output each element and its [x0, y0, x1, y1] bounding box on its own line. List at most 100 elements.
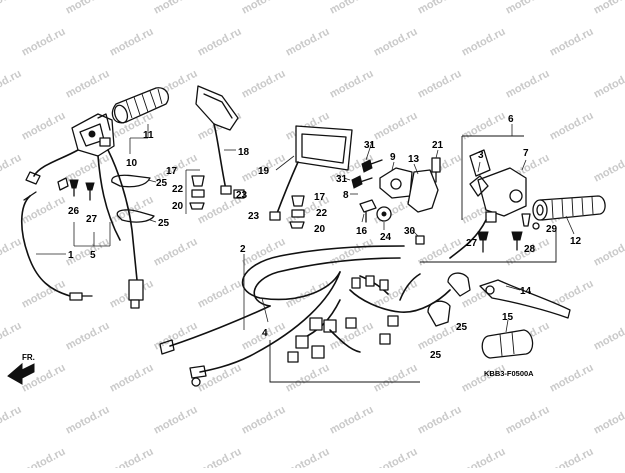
watermark-text: motod.ru [548, 26, 596, 59]
callout-23b: 23 [248, 211, 260, 222]
right-switch-housing [420, 135, 557, 263]
watermark-text: motod.ru [196, 278, 244, 311]
watermark-text: motod.ru [196, 26, 244, 59]
watermark-text: motod.ru [416, 404, 464, 437]
callout-15: 15 [502, 312, 514, 323]
watermark-text: motod.ru [592, 68, 625, 101]
watermark-text: motod.ru [64, 0, 112, 17]
callout-14: 14 [520, 286, 532, 297]
watermark-text: motod.ru [328, 68, 376, 101]
callout-18: 18 [238, 147, 250, 158]
watermark-text: motod.ru [416, 0, 464, 17]
watermark-text: motod.ru [240, 236, 288, 269]
watermark-text: motod.ru [460, 110, 508, 143]
callout-20a: 20 [172, 201, 184, 212]
watermark-text: motod.ru [328, 404, 376, 437]
watermark-text: motod.ru [152, 0, 200, 17]
throttle-cables [159, 245, 405, 387]
watermark-text: motod.ru [240, 404, 288, 437]
watermark-text: motod.ru [372, 26, 420, 59]
watermark-text: motod.ru [328, 0, 376, 17]
watermark-text: motod.ru [372, 362, 420, 395]
screws-right [477, 213, 540, 253]
callout-25a: 25 [156, 178, 168, 189]
watermark-text: motod.ru [108, 446, 156, 468]
callout-17b: 17 [314, 192, 326, 203]
watermark-text: motod.ru [416, 68, 464, 101]
watermark-text: motod.ru [372, 110, 420, 143]
diagram-code: KBB3-F0500A [484, 369, 534, 378]
callout-25d: 25 [430, 350, 442, 361]
watermark-text: motod.ru [592, 404, 625, 437]
watermark-text: motod.ru [592, 152, 625, 185]
watermark-text: motod.ru [64, 404, 112, 437]
watermark-text: motod.ru [108, 26, 156, 59]
cable-clips-left [111, 174, 155, 223]
callout-25c: 25 [456, 322, 468, 333]
lever-boot [481, 329, 534, 359]
watermark-text: motod.ru [284, 278, 332, 311]
callout-29: 29 [546, 224, 558, 235]
watermark-text: motod.ru [152, 236, 200, 269]
callout-24: 24 [380, 232, 392, 243]
watermark-text: motod.ru [504, 68, 552, 101]
leader-lines [36, 124, 575, 333]
watermark-text: motod.ru [64, 320, 112, 353]
front-direction-arrow [7, 362, 35, 385]
watermark-text: motod.ru [592, 320, 625, 353]
right-switch-parts [351, 157, 441, 245]
watermark-text: motod.ru [504, 404, 552, 437]
watermark-text: motod.ru [240, 68, 288, 101]
callout-27b: 27 [466, 238, 478, 249]
mirror-left [195, 85, 239, 195]
callout-26: 26 [68, 206, 80, 217]
callout-27a: 27 [86, 214, 98, 225]
watermark-text: motod.ru [0, 404, 24, 437]
watermark-text: motod.ru [152, 404, 200, 437]
watermark-text: motod.ru [592, 0, 625, 17]
callout-12: 12 [570, 236, 582, 247]
watermark-text: motod.ru [460, 362, 508, 395]
watermark-text: motod.ru [20, 26, 68, 59]
watermark-text: motod.ru [0, 320, 24, 353]
callout-3: 3 [478, 150, 484, 161]
watermark-text: motod.ru [0, 0, 24, 17]
callout-31b: 31 [336, 174, 348, 185]
left-grip [111, 87, 170, 124]
watermark-text: motod.ru [284, 446, 332, 468]
wiring-harness [269, 273, 451, 383]
watermark-text: motod.ru [372, 278, 420, 311]
front-direction-label: FR. [22, 353, 35, 362]
watermark-text: motod.ru [548, 446, 596, 468]
watermark-text: motod.ru [284, 362, 332, 395]
watermark-text: motod.ru [20, 362, 68, 395]
callout-7: 7 [523, 148, 529, 159]
watermark-text: motod.ru [240, 0, 288, 17]
watermark-text: motod.ru [152, 320, 200, 353]
watermark-text: motod.ru [0, 152, 24, 185]
watermark-text: motod.ru [328, 236, 376, 269]
watermark-text: motod.ru [460, 446, 508, 468]
brake-lever [479, 279, 571, 319]
callout-2: 2 [240, 244, 246, 255]
callout-20b: 20 [314, 224, 326, 235]
callout-21: 21 [432, 140, 444, 151]
callout-19: 19 [258, 166, 270, 177]
watermark-text: motod.ru [592, 236, 625, 269]
watermark-text: motod.ru [504, 0, 552, 17]
watermark-text: motod.ru [196, 446, 244, 468]
callout-4: 4 [262, 328, 268, 339]
watermark-text: motod.ru [20, 446, 68, 468]
callout-5: 5 [90, 250, 96, 261]
clutch-cable [20, 191, 93, 301]
watermark-text: motod.ru [460, 26, 508, 59]
callout-30: 30 [404, 226, 416, 237]
watermark-text: motod.ru [284, 26, 332, 59]
callout-8: 8 [343, 190, 349, 201]
watermark-text: motod.ru [548, 362, 596, 395]
watermark-text: motod.ru [64, 68, 112, 101]
callout-25b: 25 [158, 218, 170, 229]
watermark-text: motod.ru [0, 236, 24, 269]
